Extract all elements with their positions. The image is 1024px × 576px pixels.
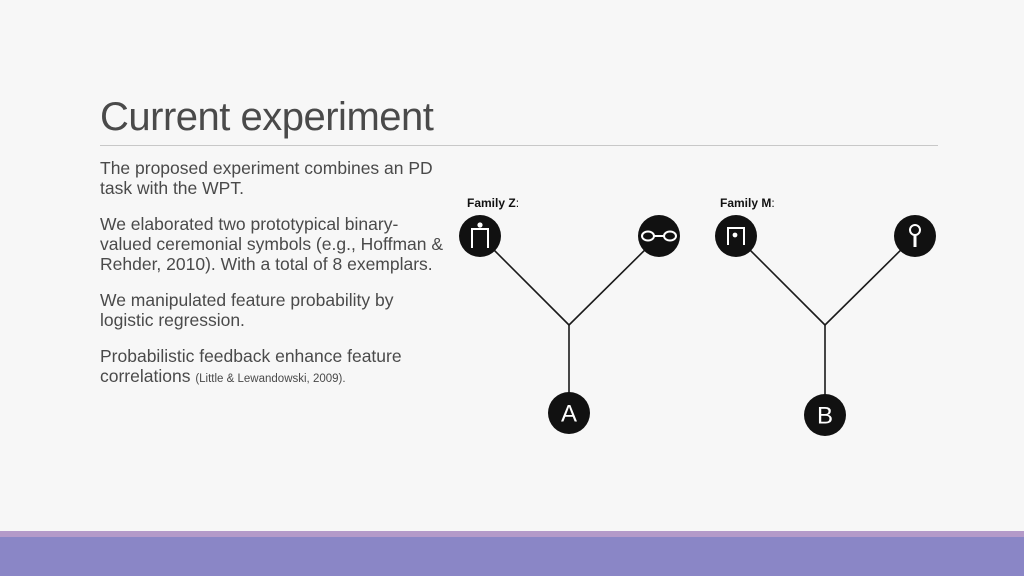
family-z-diagram: Family Z: A [459,196,680,434]
dumbbell-icon [638,215,680,257]
category-a-letter: A [561,401,577,428]
footer-bar [0,537,1024,576]
square-dot-icon [715,215,757,257]
bracket-figure-icon [459,215,501,257]
category-b-letter: B [817,403,833,430]
category-b-node: B [804,394,846,436]
family-m-diagram: Family M: B [715,196,936,436]
family-m-right-edge [824,235,916,326]
family-z-label: Family Z: [467,196,519,210]
family-z-right-edge [568,235,660,326]
bullet-item: Probabilistic feedback enhance feature c… [100,346,445,389]
bullet-text: We manipulated feature probability by lo… [100,290,394,330]
bullet-text: The proposed experiment combines an PD t… [100,158,433,198]
family-z-label-name: Family Z [467,196,516,210]
bullet-item: We manipulated feature probability by lo… [100,290,445,330]
keyhole-icon [894,215,936,257]
family-m-label-name: Family M [720,196,771,210]
family-m-label-colon: : [771,196,774,210]
bullet-text: Probabilistic feedback enhance feature c… [100,346,402,386]
bullet-text: We elaborated two prototypical binary-va… [100,214,444,274]
footer-accent-stripe [0,531,1024,537]
bullet-item: The proposed experiment combines an PD t… [100,158,445,198]
slide-title: Current experiment [100,95,434,139]
category-a-node: A [548,392,590,434]
bullet-item: We elaborated two prototypical binary-va… [100,214,445,274]
family-z-label-colon: : [516,196,519,210]
title-divider [100,145,938,146]
bullet-list: The proposed experiment combines an PD t… [100,158,445,405]
citation: (Little & Lewandowski, 2009). [195,373,346,385]
family-m-label: Family M: [720,196,775,210]
